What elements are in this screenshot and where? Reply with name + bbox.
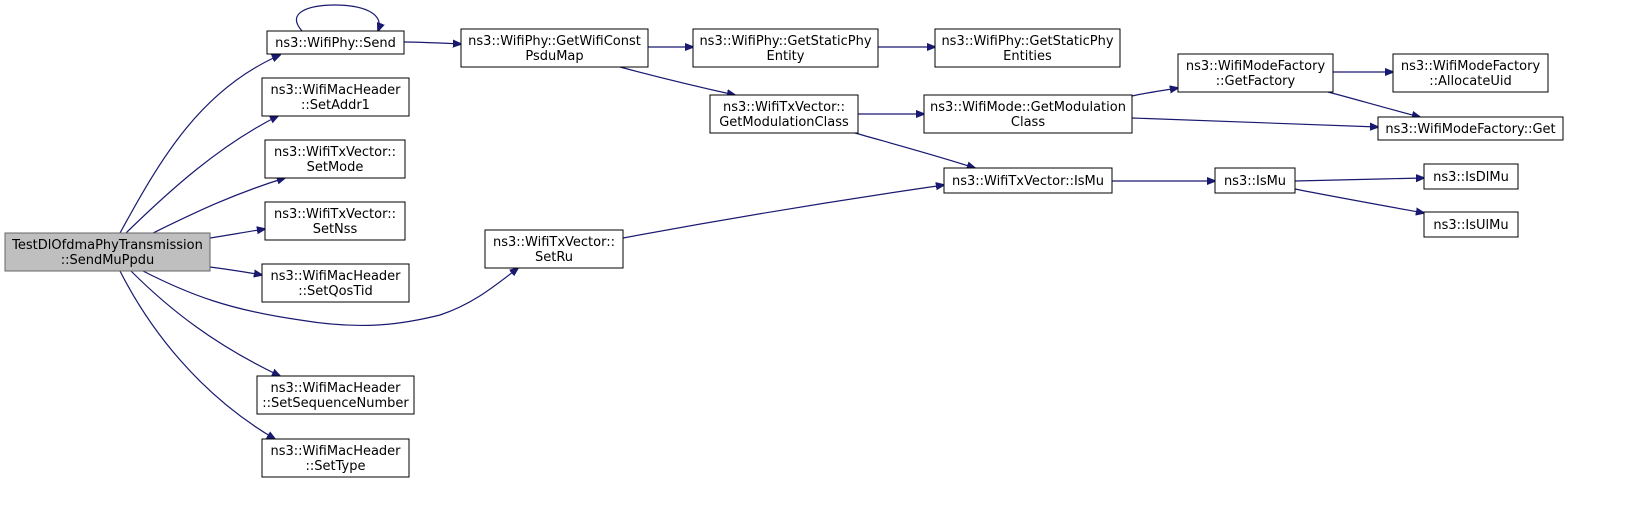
node-label: ns3::WifiMacHeader <box>270 444 401 459</box>
node-setqostid[interactable]: ns3::WifiMacHeader::SetQosTid <box>261 263 410 303</box>
node-label: Entity <box>767 49 805 64</box>
edge-mode_getmodclass-to-factory_get <box>1131 117 1378 127</box>
node-box <box>1177 53 1334 93</box>
node-label: ::SetSequenceNumber <box>262 396 409 411</box>
node-box <box>261 438 410 478</box>
node-label: ns3::WifiTxVector:: <box>723 100 845 115</box>
node-box <box>943 167 1113 194</box>
node-label: ns3::WifiMacHeader <box>270 381 401 396</box>
edge-root-to-setnss <box>209 229 265 239</box>
node-label: ns3::WifiPhy::GetStaticPhy <box>941 34 1113 49</box>
node-label: ns3::IsDlMu <box>1433 170 1509 185</box>
node-label: ns3::WifiMode::GetModulation <box>930 100 1126 115</box>
node-label: ns3::WifiModeFactory <box>1186 59 1326 74</box>
edge-root-to-setmode <box>152 178 285 234</box>
node-txv_getmodclass[interactable]: ns3::WifiTxVector::GetModulationClass <box>709 94 859 134</box>
node-label: ns3::WifiModeFactory <box>1401 59 1541 74</box>
node-label: ::SetType <box>306 459 366 474</box>
node-setru[interactable]: ns3::WifiTxVector::SetRu <box>484 229 624 269</box>
node-box <box>484 229 624 269</box>
edge-root-to-setqostid <box>209 266 262 275</box>
node-box <box>266 30 405 55</box>
node-box <box>256 375 415 415</box>
node-box <box>261 77 410 117</box>
node-allocateuid[interactable]: ns3::WifiModeFactory::AllocateUid <box>1392 53 1549 93</box>
node-label: ::GetFactory <box>1216 74 1296 89</box>
node-label: ns3::WifiMacHeader <box>270 269 401 284</box>
node-getfactory[interactable]: ns3::WifiModeFactory::GetFactory <box>1177 53 1334 93</box>
edge-root-to-wifiphy_send <box>119 55 280 234</box>
node-label: ns3::WifiTxVector:: <box>274 145 396 160</box>
node-mode_getmodclass[interactable]: ns3::WifiMode::GetModulationClass <box>923 94 1133 134</box>
edge-wifiphy_send-to-wifiphy_send <box>295 4 379 31</box>
node-label: ns3::WifiTxVector:: <box>274 207 396 222</box>
node-label: ns3::WifiTxVector:: <box>493 235 615 250</box>
node-box <box>1377 116 1564 141</box>
node-label: ns3::WifiPhy::GetStaticPhy <box>699 34 871 49</box>
node-box <box>1392 53 1549 93</box>
node-ismu[interactable]: ns3::IsMu <box>1214 167 1296 194</box>
edge-wifiphy_send-to-getpsdumap <box>403 42 461 44</box>
edge-root-to-setaddr1 <box>125 116 278 234</box>
node-isdlmu[interactable]: ns3::IsDlMu <box>1423 163 1519 190</box>
node-label: Class <box>1011 115 1045 130</box>
node-box <box>261 263 410 303</box>
node-settype[interactable]: ns3::WifiMacHeader::SetType <box>261 438 410 478</box>
node-isulmu[interactable]: ns3::IsUlMu <box>1423 211 1519 238</box>
node-label: ns3::WifiMacHeader <box>270 83 401 98</box>
node-label: ::SetAddr1 <box>301 98 370 113</box>
edges-layer <box>119 4 1424 439</box>
node-setmode[interactable]: ns3::WifiTxVector::SetMode <box>264 139 406 179</box>
node-wifiphy_send[interactable]: ns3::WifiPhy::Send <box>266 30 405 55</box>
node-label: ::SetQosTid <box>298 284 372 299</box>
node-setaddr1[interactable]: ns3::WifiMacHeader::SetAddr1 <box>261 77 410 117</box>
edge-ismu-to-isdlmu <box>1294 178 1424 181</box>
node-box <box>709 94 859 134</box>
edge-getpsdumap-to-txv_getmodclass <box>619 66 735 95</box>
node-label: SetNss <box>313 222 358 237</box>
node-box <box>692 28 879 68</box>
edge-setru-to-txv_ismu <box>622 185 944 239</box>
node-box <box>923 94 1133 134</box>
node-box <box>1423 163 1519 190</box>
node-label: PsduMap <box>525 49 583 64</box>
node-label: ns3::IsMu <box>1224 174 1286 189</box>
node-box <box>264 139 406 179</box>
node-box <box>264 201 406 241</box>
edge-mode_getmodclass-to-getfactory <box>1131 88 1178 97</box>
edge-root-to-setru <box>142 268 518 327</box>
edge-txv_getmodclass-to-txv_ismu <box>854 132 975 168</box>
node-setseq[interactable]: ns3::WifiMacHeader::SetSequenceNumber <box>256 375 415 415</box>
node-box <box>4 232 211 272</box>
node-box <box>1423 211 1519 238</box>
node-label: ns3::WifiPhy::Send <box>275 36 396 51</box>
node-label: ns3::IsUlMu <box>1433 218 1508 233</box>
node-root[interactable]: TestDlOfdmaPhyTransmission::SendMuPpdu <box>4 232 211 272</box>
node-setnss[interactable]: ns3::WifiTxVector::SetNss <box>264 201 406 241</box>
node-factory_get[interactable]: ns3::WifiModeFactory::Get <box>1377 116 1564 141</box>
node-box <box>1214 167 1296 194</box>
node-label: GetModulationClass <box>719 115 849 130</box>
node-box <box>934 28 1121 68</box>
node-label: ::AllocateUid <box>1429 74 1511 89</box>
node-box <box>460 28 649 68</box>
node-label: TestDlOfdmaPhyTransmission <box>11 238 203 253</box>
node-label: ns3::WifiModeFactory::Get <box>1385 122 1555 137</box>
edge-ismu-to-isulmu <box>1294 188 1424 213</box>
node-label: SetRu <box>535 250 573 265</box>
node-label: ::SendMuPpdu <box>61 253 155 268</box>
edge-getfactory-to-factory_get <box>1327 91 1420 117</box>
node-txv_ismu[interactable]: ns3::WifiTxVector::IsMu <box>943 167 1113 194</box>
node-label: Entities <box>1003 49 1052 64</box>
node-label: ns3::WifiTxVector::IsMu <box>952 174 1104 189</box>
node-label: SetMode <box>307 160 364 175</box>
edge-root-to-settype <box>119 270 275 439</box>
edge-root-to-setseq <box>130 270 280 376</box>
nodes-layer: TestDlOfdmaPhyTransmission::SendMuPpduns… <box>4 28 1564 478</box>
node-label: ns3::WifiPhy::GetWifiConst <box>468 34 641 49</box>
